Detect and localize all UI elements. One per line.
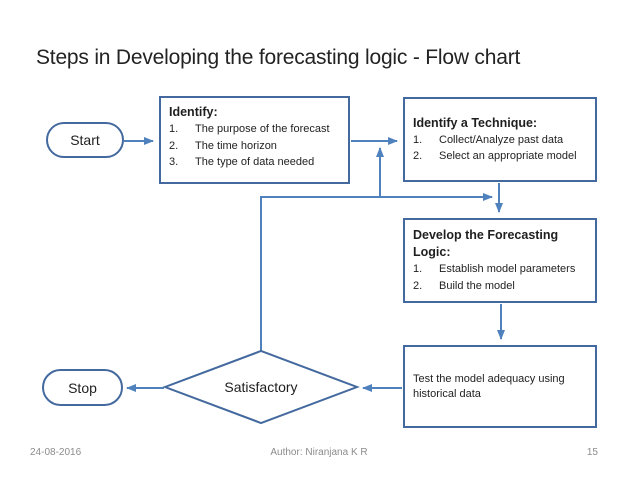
flow-test-box: Test the model adequacy using historical… <box>403 345 597 428</box>
start-label: Start <box>70 132 100 148</box>
develop-box-title: Develop the Forecasting Logic: <box>413 228 559 259</box>
list-item: 1.The purpose of the forecast <box>169 123 330 135</box>
page-title: Steps in Developing the forecasting logi… <box>36 46 521 69</box>
test-box-label: Test the model adequacy using historical… <box>413 372 565 400</box>
footer-date: 24-08-2016 <box>30 447 82 458</box>
list-item: 3.The type of data needed <box>169 156 315 168</box>
list-item: 2.Select an appropriate model <box>413 150 577 162</box>
decision-diamond-shape <box>162 349 360 425</box>
flow-develop-box: Develop the Forecasting Logic: 1.Establi… <box>403 218 597 303</box>
connector-feedback-line <box>260 193 493 351</box>
list-item: 2.Build the model <box>413 279 515 292</box>
stop-label: Stop <box>68 379 97 396</box>
flow-stop-node: Stop <box>42 369 123 406</box>
flow-start-node: Start <box>46 122 124 158</box>
technique-box-title: Identify a Technique: <box>413 115 538 130</box>
develop-box-list: 1.Establish model parameters 2.Build the … <box>413 261 591 294</box>
footer-page-number: 15 <box>586 447 598 458</box>
list-item: 2.The time horizon <box>169 139 277 152</box>
footer-author: Author: Niranjana K R <box>270 447 368 458</box>
flow-technique-box: Identify a Technique: 1.Collect/Analyze … <box>403 97 597 182</box>
flow-decision-label: Satisfactory <box>224 379 298 395</box>
technique-box-list: 1.Collect/Analyze past data 2.Select an a… <box>413 132 591 165</box>
identify-box-list: 1.The purpose of the forecast 2.The time … <box>169 121 344 171</box>
flow-identify-box: Identify: 1.The purpose of the forecast 2… <box>159 96 350 184</box>
identify-box-title: Identify: <box>169 105 218 119</box>
list-item: 1.Establish model parameters <box>413 263 576 275</box>
list-item: 1.Collect/Analyze past data <box>413 133 564 146</box>
